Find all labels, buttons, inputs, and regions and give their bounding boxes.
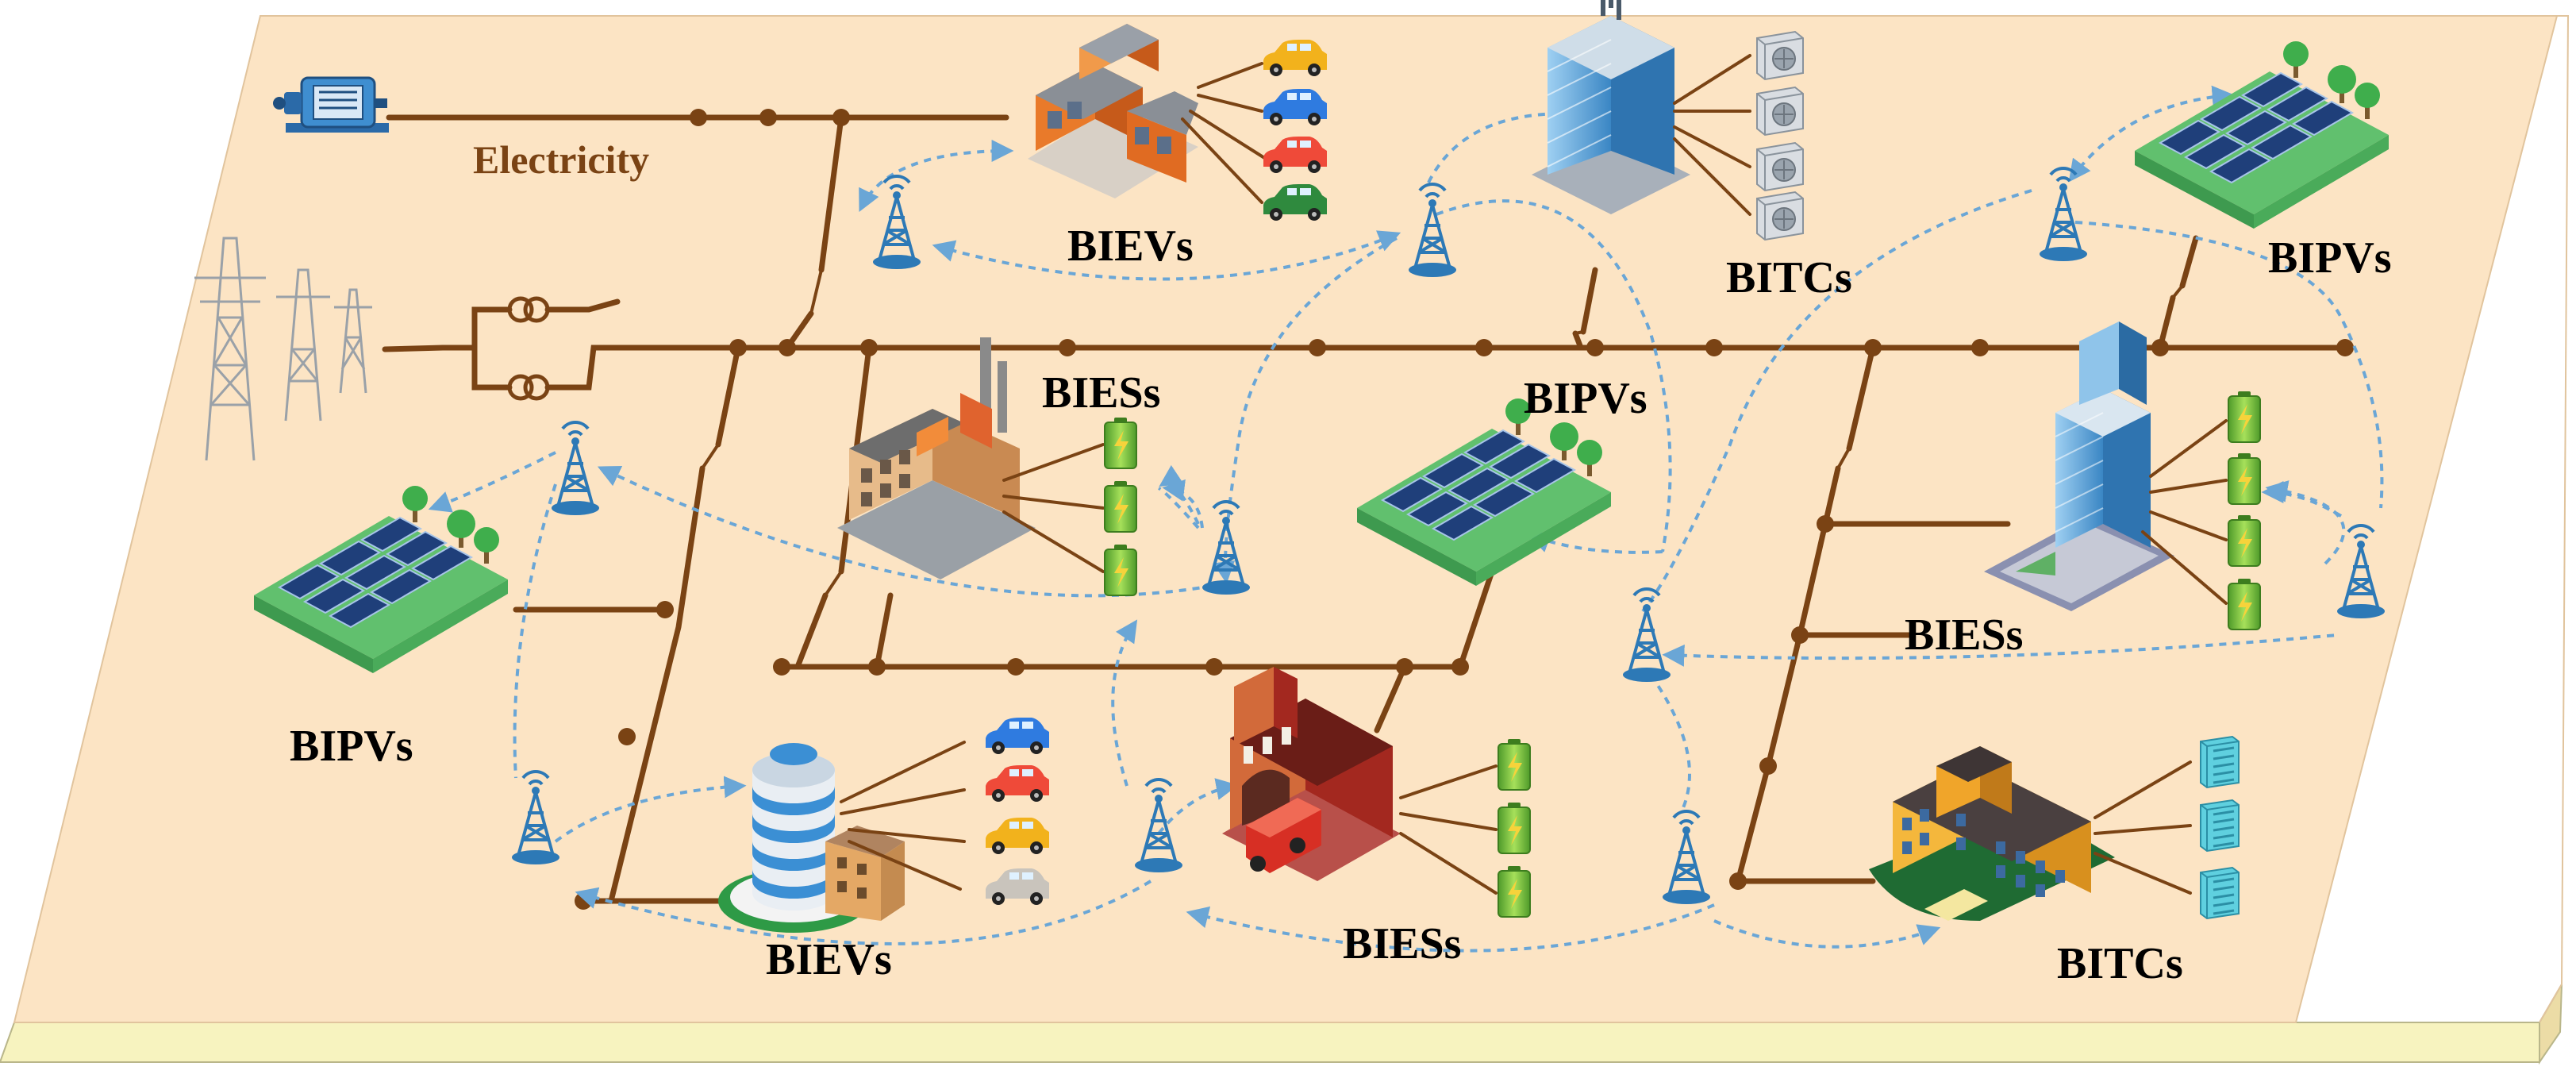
air-conditioner-icon (2199, 799, 2240, 853)
battery-icon (1104, 544, 1137, 596)
air-conditioner-icon (1756, 191, 1804, 241)
ac-links (1673, 54, 1751, 216)
labels: Electricity BIEVs BITCs BIPVs BIESs BIPV… (290, 137, 2392, 988)
transmission-tower-icon (276, 268, 330, 422)
air-conditioner-icon (1756, 142, 1804, 191)
fire-station-icon (1222, 667, 1401, 881)
bievs-label: BIEVs (1067, 221, 1194, 271)
transformer-icon (507, 296, 550, 401)
battery-links (2141, 419, 2228, 605)
air-conditioner-icon (1756, 87, 1804, 136)
battery-icon (2228, 452, 2261, 505)
battery-icon (1498, 738, 1531, 791)
battery-icon (2228, 391, 2261, 443)
ac-links (2093, 760, 2192, 895)
ev-charging-links (840, 741, 966, 891)
bipvs-label: BIPVs (290, 722, 413, 771)
office-building-icon (718, 743, 905, 933)
air-conditioner-icon (2199, 866, 2240, 920)
ev-charging-links (1181, 62, 1267, 204)
transmission-tower-icon (194, 237, 266, 461)
bievs-label: BIEVs (766, 935, 892, 984)
bipvs-label: BIPVs (1524, 374, 1647, 423)
power-network (386, 109, 2354, 910)
battery-links (1399, 764, 1498, 895)
bitcs-label: BITCs (2057, 939, 2183, 988)
school-building-icon (1869, 746, 2115, 921)
biess-label: BIESs (1042, 368, 1160, 418)
battery-icon (1104, 417, 1137, 469)
platform (0, 15, 2570, 1065)
battery-links (1002, 443, 1105, 573)
communication-links (428, 85, 2384, 953)
battery-icon (2228, 514, 2261, 567)
grid-feeder (382, 345, 446, 352)
office-building-icon (1532, 0, 1690, 214)
battery-icon (1498, 802, 1531, 854)
transmission-tower-icon (334, 288, 372, 394)
air-conditioner-icon (1756, 31, 1804, 80)
bitcs-label: BITCs (1726, 253, 1852, 302)
skyscraper-icon (1984, 321, 2174, 611)
biess-label: BIESs (1905, 610, 2023, 660)
bipvs-label: BIPVs (2268, 233, 2392, 283)
factory-icon (837, 337, 1036, 579)
biess-label: BIESs (1343, 919, 1461, 968)
battery-icon (2228, 578, 2261, 630)
battery-icon (1104, 480, 1137, 533)
hotel-building-icon (1028, 24, 1198, 198)
air-conditioner-icon (2199, 735, 2240, 789)
electricity-label: Electricity (473, 137, 649, 182)
battery-icon (1498, 865, 1531, 918)
motor-generator-icon (273, 76, 389, 133)
